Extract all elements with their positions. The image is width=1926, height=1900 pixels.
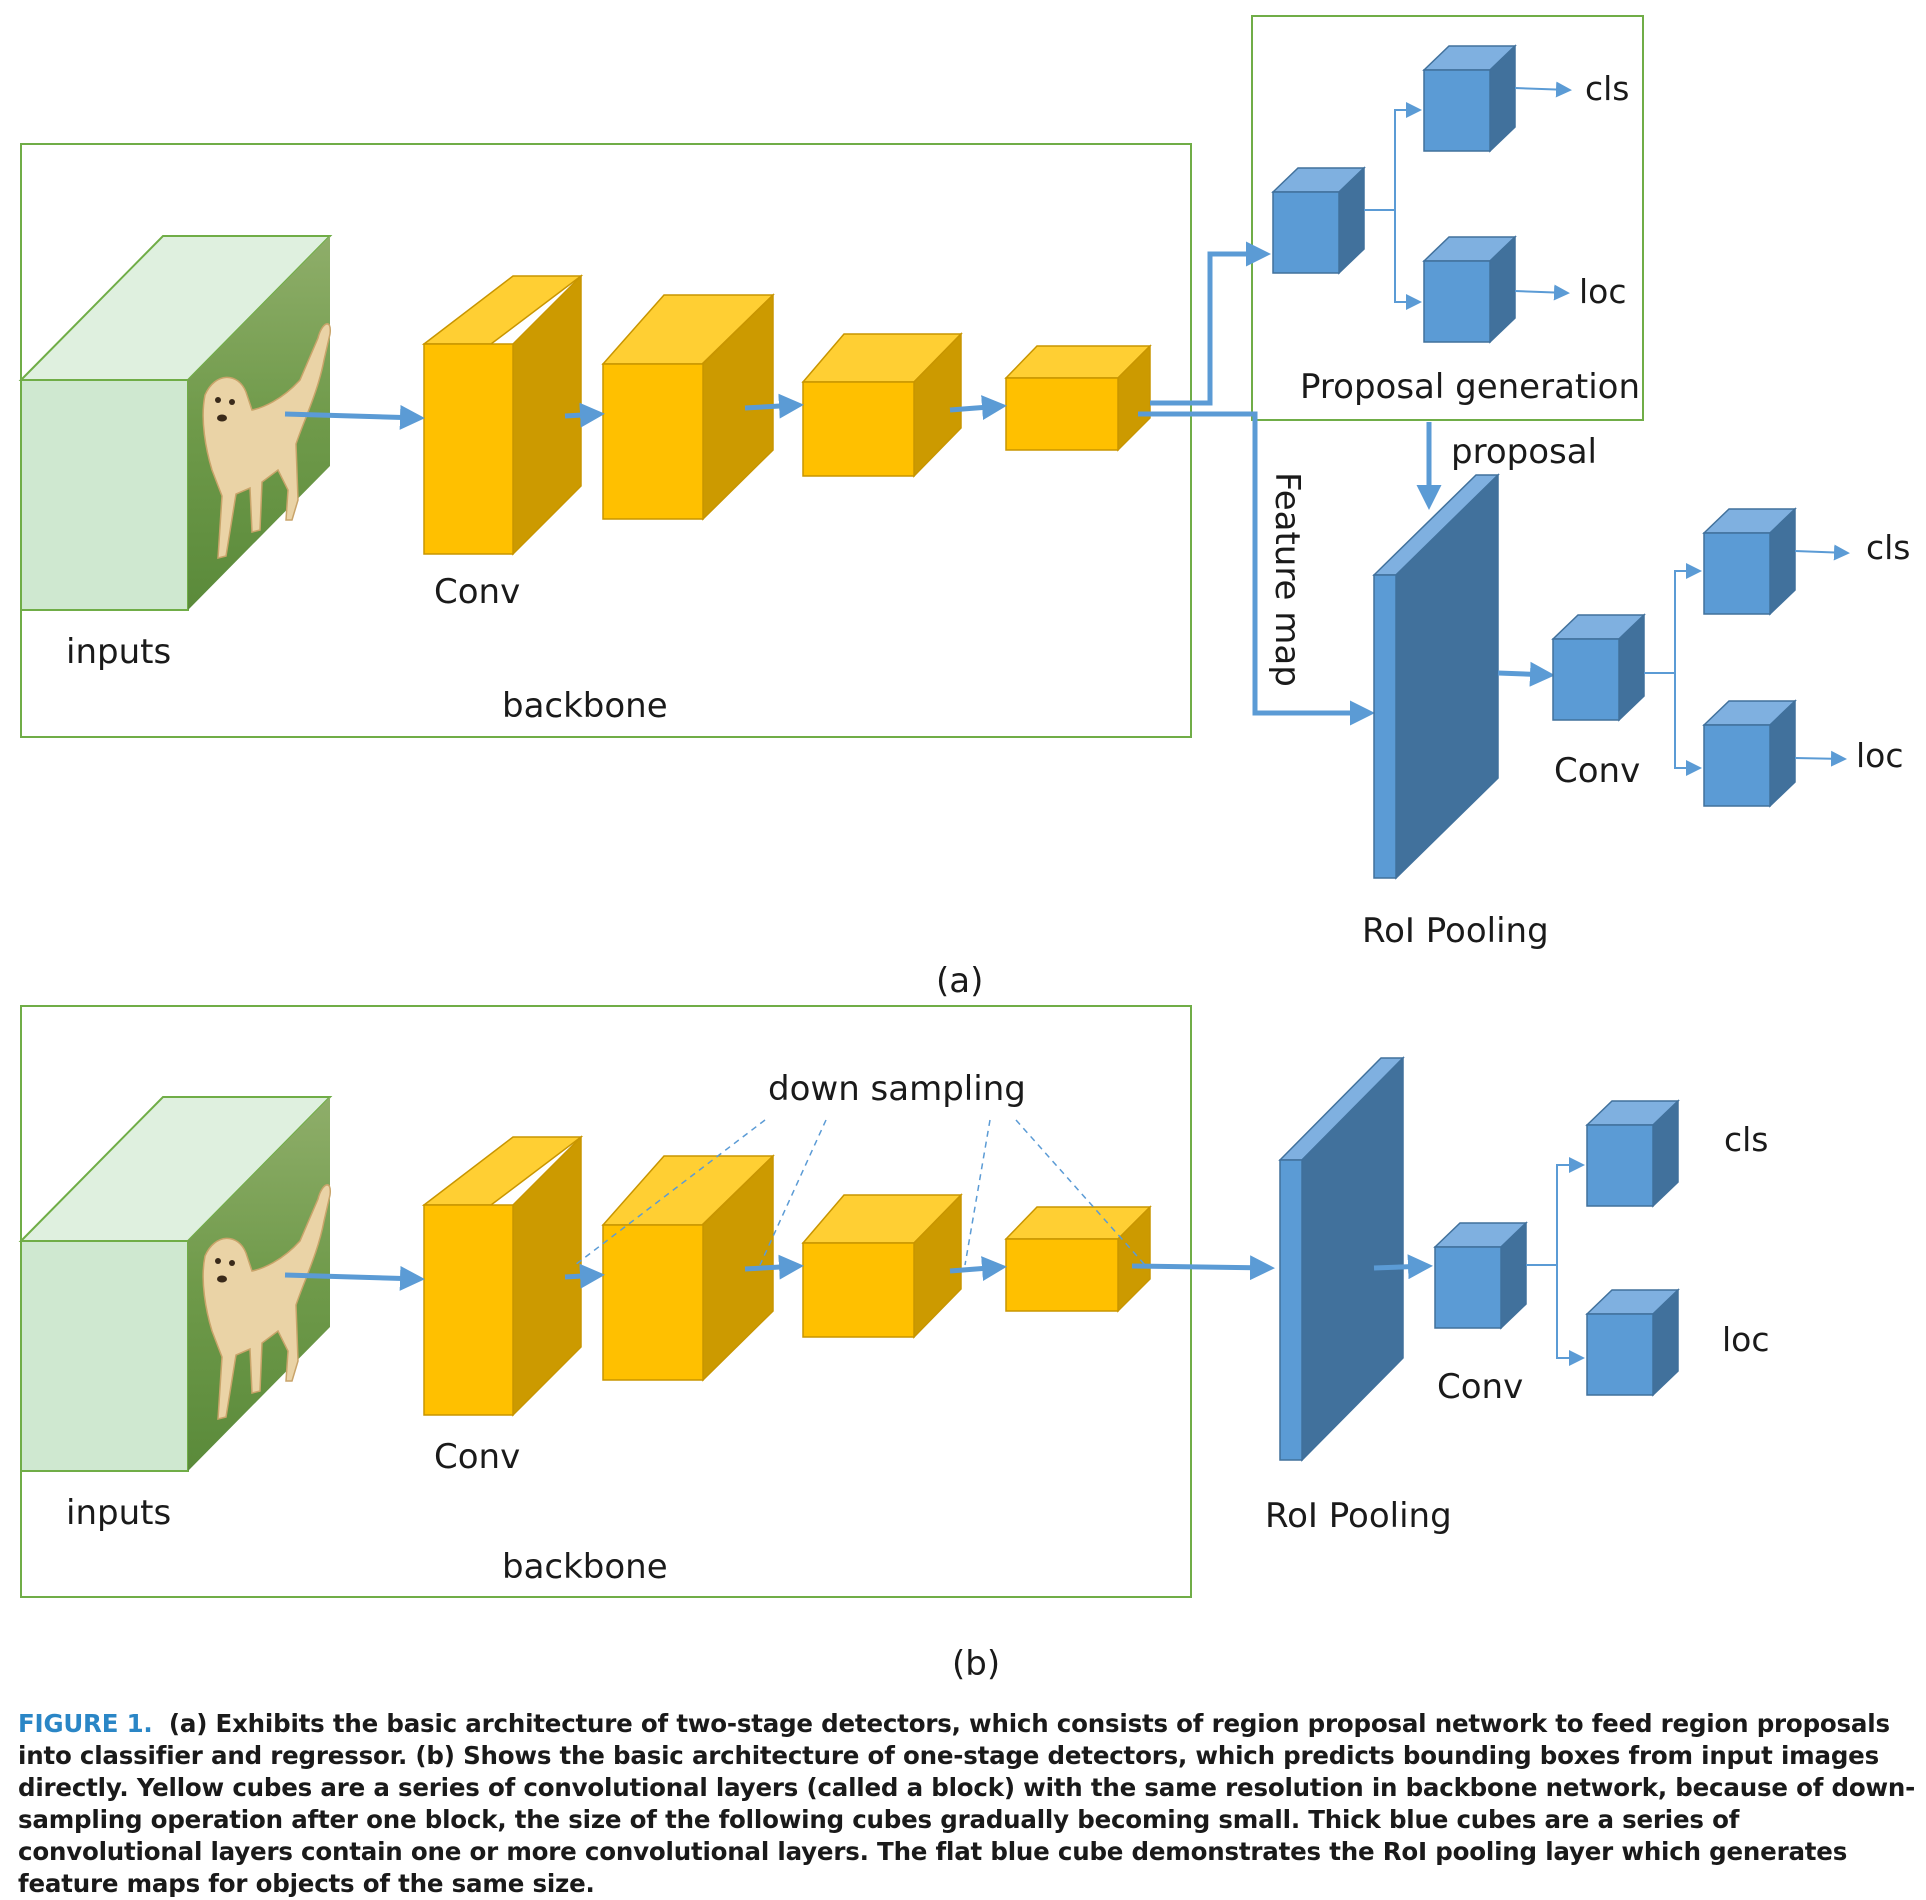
head-conv-label-a: Conv [1554, 751, 1640, 791]
yellow-conv-cube-b1 [421, 1135, 584, 1417]
proposal-label: proposal [1451, 432, 1597, 472]
panel-b: inputs Conv backbone down sampling RoI P… [18, 1005, 1770, 1684]
head-cls-cube-b [1585, 1099, 1680, 1208]
proposal-generation-label: Proposal generation [1300, 367, 1640, 407]
yellow-conv-cube-a3 [801, 332, 963, 478]
rpn-loc-output-line [1514, 284, 1570, 301]
yellow-conv-cube-a2 [601, 293, 775, 521]
rpn-branch-cls-line [1364, 102, 1422, 211]
arrow-input-to-conv-a [284, 404, 425, 430]
arrow-conv2-to-conv3-b [744, 1254, 804, 1280]
rpn-cls-cube [1422, 44, 1517, 153]
down-sampling-label: down sampling [768, 1069, 1026, 1109]
down-sampling-dashed-lines [574, 1119, 1146, 1266]
arrow-conv3-to-conv4-b [949, 1256, 1007, 1281]
arrow-conv1-to-conv2-b [564, 1263, 605, 1289]
yellow-conv-cube-a4 [1004, 344, 1152, 452]
head-loc-cube-a [1702, 699, 1797, 808]
head-branch-cls-line-a [1644, 563, 1702, 674]
head-cls-cube-a [1702, 507, 1797, 616]
inputs-label-a: inputs [66, 632, 171, 672]
arrow-roi-to-head-conv-b [1373, 1254, 1433, 1280]
head-loc-output-line-a [1794, 750, 1847, 767]
head-loc-cube-b [1585, 1288, 1680, 1397]
yellow-conv-cube-b4 [1004, 1205, 1152, 1313]
head-branch-cls-line-b [1526, 1157, 1585, 1266]
head-conv-cube-b [1433, 1221, 1528, 1330]
rpn-conv-cube [1271, 166, 1366, 275]
figure-caption: FIGURE 1. (a) Exhibits the basic archite… [18, 1708, 1918, 1900]
rpn-cls-output-line [1514, 81, 1572, 98]
input-image-cube-a [18, 235, 333, 611]
arrow-conv1-to-conv2-a [564, 402, 605, 428]
roi-pooling-label-a: RoI Pooling [1362, 911, 1549, 951]
rpn-cls-label: cls [1585, 69, 1630, 108]
roi-pooling-slab-b [1278, 1056, 1405, 1462]
rpn-loc-cube [1422, 235, 1517, 344]
head-cls-output-line-a [1794, 544, 1850, 561]
panel-a: inputs Conv backbone Proposal generation… [18, 15, 1911, 1001]
arrow-feature-map [1138, 411, 1375, 726]
feature-map-label: Feature map [1267, 472, 1307, 687]
arrow-backbone-to-rpn [1150, 241, 1271, 406]
caption-text: (a) Exhibits the basic architecture of t… [18, 1709, 1916, 1898]
dog-image-b [202, 1184, 331, 1420]
arrow-conv2-to-conv3-a [744, 393, 804, 419]
proposal-generation-box [1251, 15, 1644, 421]
inputs-label-b: inputs [66, 1493, 171, 1533]
arrow-input-to-conv-b [284, 1265, 425, 1291]
arrow-roi-to-head-conv-a [1497, 661, 1555, 687]
panel-a-sublabel: (a) [936, 961, 983, 1001]
input-image-cube-b [18, 1096, 333, 1472]
roi-pooling-label-b: RoI Pooling [1265, 1496, 1452, 1536]
figure-label: FIGURE 1. [18, 1709, 153, 1738]
head-conv-cube-a [1551, 613, 1646, 722]
conv-label-a: Conv [434, 572, 520, 612]
arrow-backbone-to-roi-b [1131, 1255, 1275, 1281]
yellow-conv-cube-b2 [601, 1154, 775, 1382]
arrow-conv3-to-conv4-a [949, 395, 1007, 420]
detector-architecture-diagram: inputs Conv backbone Proposal generation… [18, 15, 1911, 1684]
conv-label-b: Conv [434, 1437, 520, 1477]
panel-b-sublabel: (b) [952, 1644, 1000, 1684]
yellow-conv-cube-a1 [421, 274, 584, 556]
yellow-conv-cube-b3 [801, 1193, 963, 1339]
roi-pooling-slab-a [1372, 473, 1500, 880]
head-conv-label-b: Conv [1437, 1367, 1523, 1407]
rpn-loc-label: loc [1579, 272, 1627, 311]
backbone-label-a: backbone [502, 686, 668, 726]
dog-image-a [202, 323, 331, 559]
loc-label-b: loc [1722, 1320, 1770, 1359]
cls-label-b: cls [1724, 1120, 1769, 1159]
head-loc-label-a: loc [1856, 736, 1904, 775]
rpn-branch-loc-line [1394, 210, 1422, 310]
head-branch-loc-line-b [1556, 1265, 1585, 1366]
head-cls-label-a: cls [1866, 528, 1911, 567]
head-branch-loc-line-a [1674, 673, 1702, 776]
backbone-label-b: backbone [502, 1547, 668, 1587]
